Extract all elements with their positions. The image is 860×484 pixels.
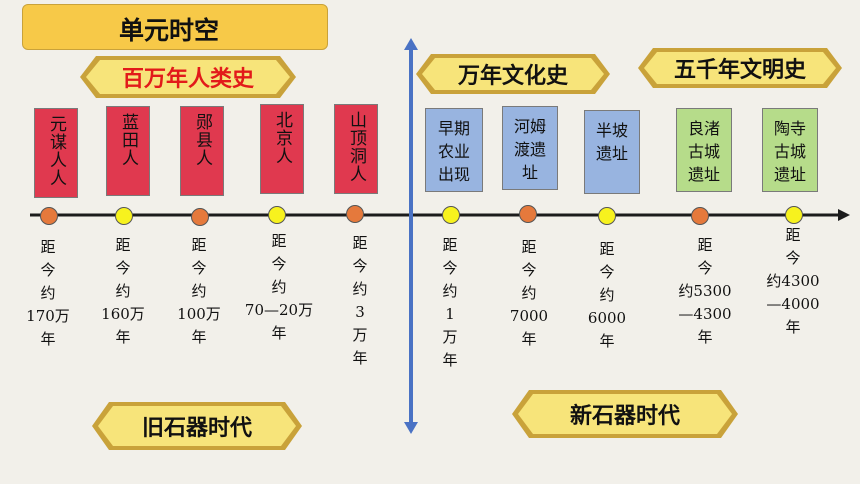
- time-label-hemudu: 距 今 约 7000 年: [509, 238, 549, 348]
- time-label-liangzhu: 距 今 约5300 —4300 年: [678, 236, 732, 346]
- site-box-hemudu: 河姆 渡遗 址: [502, 106, 558, 190]
- time-label-early-agriculture: 距 今 约 1 万 年: [442, 236, 458, 369]
- time-label-yuanmou: 距 今 约 170万 年: [26, 238, 70, 348]
- timeline-dot-banpo: [598, 207, 616, 225]
- time-label-banpo: 距 今 约 6000 年: [587, 240, 627, 350]
- time-label-yunxian: 距 今 约 100万 年: [177, 236, 221, 346]
- site-box-yunxian: 郧县人: [180, 106, 224, 196]
- unit-title-box: 单元时空: [22, 4, 328, 50]
- site-label-beijing: 北京人: [272, 111, 292, 165]
- site-box-early-agriculture: 早期 农业 出现: [425, 108, 483, 192]
- timeline-dot-lantian: [115, 207, 133, 225]
- banner-new-stone-age: 新石器时代: [512, 388, 738, 440]
- timeline-dot-early-agriculture: [442, 206, 460, 224]
- time-label-lantian: 距 今 约 160万 年: [101, 236, 145, 346]
- site-box-liangzhu: 良渚 古城 遗址: [676, 108, 732, 192]
- site-label-lantian: 蓝田人: [118, 113, 138, 167]
- timeline-dot-shandingdong: [346, 205, 364, 223]
- timeline-dot-beijing: [268, 206, 286, 224]
- site-box-lantian: 蓝田人: [106, 106, 150, 196]
- timeline-dot-yuanmou: [40, 207, 58, 225]
- site-label-yunxian: 郧县人: [192, 113, 212, 167]
- timeline-dot-hemudu: [519, 205, 537, 223]
- site-box-yuanmou: 元谋人人: [34, 108, 78, 198]
- site-label-early-agriculture: 早期 农业 出现: [437, 119, 470, 184]
- time-label-shandingdong: 距 今 约 3 万 年: [352, 234, 368, 367]
- time-label-beijing: 距 今 约 70—20万 年: [244, 232, 314, 342]
- site-label-liangzhu: 良渚 古城 遗址: [687, 119, 720, 184]
- site-box-shandingdong: 山顶洞人: [334, 104, 378, 194]
- site-box-banpo: 半坡 遗址: [584, 110, 640, 194]
- banner-old-stone-age: 旧石器时代: [92, 400, 302, 452]
- site-label-yuanmou: 元谋人人: [46, 115, 66, 187]
- banner-five-thousand-year-civilization: 五千年文明史: [638, 46, 842, 90]
- banner-five-thousand-year-civilization-label: 五千年文明史: [673, 58, 806, 83]
- timeline-dot-liangzhu: [691, 207, 709, 225]
- site-box-beijing: 北京人: [260, 104, 304, 194]
- banner-ten-thousand-year-culture-label: 万年文化史: [457, 64, 568, 89]
- site-box-taosi: 陶寺 古城 遗址: [762, 108, 818, 192]
- banner-million-year-history-label: 百万年人类史: [121, 67, 254, 92]
- banner-new-stone-age-label: 新石器时代: [569, 404, 680, 429]
- site-label-taosi: 陶寺 古城 遗址: [773, 119, 806, 184]
- unit-title: 单元时空: [119, 16, 220, 45]
- site-label-banpo: 半坡 遗址: [595, 121, 628, 163]
- timeline-dot-taosi: [785, 206, 803, 224]
- banner-million-year-history: 百万年人类史: [80, 54, 296, 100]
- time-label-taosi: 距 今 约4300 —4000 年: [766, 226, 820, 336]
- site-label-shandingdong: 山顶洞人: [346, 111, 366, 183]
- timeline-dot-yunxian: [191, 208, 209, 226]
- banner-old-stone-age-label: 旧石器时代: [141, 416, 252, 441]
- site-label-hemudu: 河姆 渡遗 址: [513, 117, 546, 182]
- banner-ten-thousand-year-culture: 万年文化史: [416, 52, 610, 96]
